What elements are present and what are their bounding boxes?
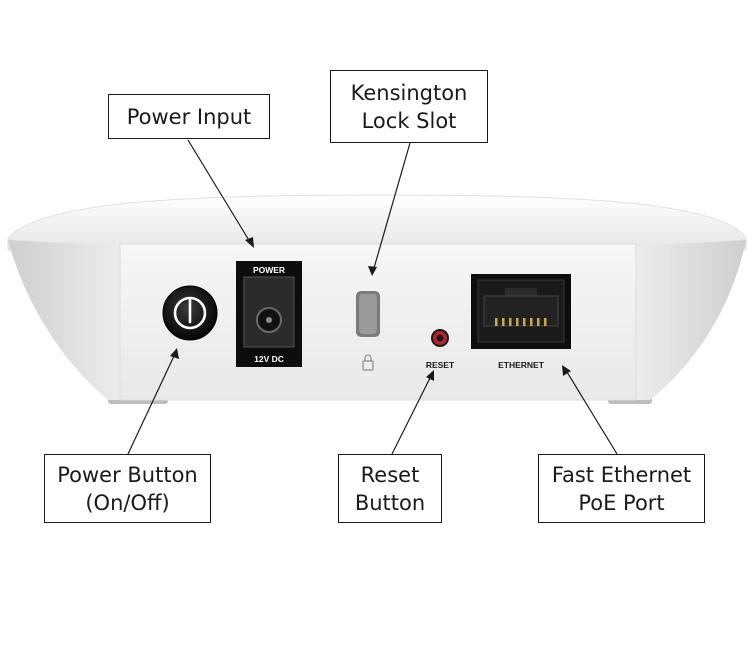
- callout-fast-ethernet-poe-port: Fast Ethernet PoE Port: [538, 454, 705, 523]
- callout-power-input: Power Input: [108, 94, 270, 139]
- arrowhead-power-input: [245, 237, 254, 248]
- callout-kensington-line-2: Lock Slot: [361, 108, 457, 133]
- callout-reset-line-1: Reset: [360, 462, 420, 487]
- power-jack-bottom-label: 12V DC: [254, 354, 284, 364]
- power-input-jack: POWER 12V DC: [236, 261, 302, 367]
- power-symbol-icon: [173, 296, 207, 330]
- power-jack-top-label: POWER: [253, 265, 285, 275]
- callout-ethernet-line-1: Fast Ethernet: [551, 462, 692, 487]
- leader-kensington: [373, 142, 411, 269]
- leader-reset: [391, 377, 431, 455]
- callout-ethernet-line-2: PoE Port: [578, 490, 665, 515]
- device-side-left: [8, 240, 120, 400]
- kensington-slot: [356, 291, 380, 337]
- callout-power-input-line-1: Power Input: [126, 104, 252, 129]
- power-button: [162, 285, 218, 341]
- device-top-dome: [7, 194, 747, 251]
- callout-kensington-line-1: Kensington: [350, 80, 468, 105]
- callout-reset-line-2: Button: [354, 490, 426, 515]
- callout-reset-button: Reset Button: [338, 454, 442, 523]
- reset-device-label: RESET: [426, 360, 455, 370]
- callout-power-button: Power Button (On/Off): [44, 454, 211, 523]
- reset-pinhole: [431, 329, 449, 347]
- arrowhead-reset: [426, 370, 434, 381]
- callout-kensington-lock-slot: Kensington Lock Slot: [330, 70, 488, 143]
- ethernet-device-label: ETHERNET: [498, 360, 545, 370]
- callout-power-button-line-2: (On/Off): [85, 490, 170, 515]
- lock-icon: [362, 354, 374, 371]
- leader-lines: [127, 139, 618, 455]
- ethernet-port: [471, 274, 571, 349]
- callout-power-button-line-1: Power Button: [57, 462, 198, 487]
- device-side-right: [636, 240, 746, 400]
- leader-ethernet: [566, 371, 618, 455]
- leader-power-button: [127, 355, 175, 455]
- arrowhead-ethernet: [562, 365, 571, 376]
- leader-power-input: [187, 139, 251, 243]
- arrowhead-power-button: [170, 348, 179, 359]
- arrowhead-kensington: [368, 266, 377, 276]
